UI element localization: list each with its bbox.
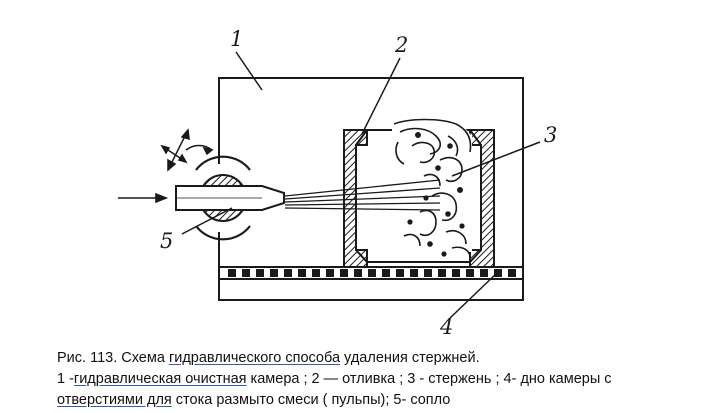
- casting: [343, 129, 495, 268]
- caption-line-1: Рис. 113. Схема гидравлического способа …: [57, 350, 480, 366]
- drain-opening: [326, 269, 334, 277]
- drain-opening: [480, 269, 488, 277]
- drain-opening: [368, 269, 376, 277]
- caption-line-3: отверстиями для стока размыто смеси ( пу…: [57, 392, 451, 408]
- nozzle: [175, 155, 285, 241]
- drain-opening: [354, 269, 362, 277]
- drain-opening: [256, 269, 264, 277]
- chamber-bottom: [219, 266, 523, 280]
- drain-opening: [228, 269, 236, 277]
- label-5: 5: [160, 229, 173, 253]
- label-2: 2: [394, 33, 408, 57]
- drain-opening: [298, 269, 306, 277]
- drain-opening: [242, 269, 250, 277]
- drain-opening: [466, 269, 474, 277]
- drain-opening: [284, 269, 292, 277]
- drain-opening: [424, 269, 432, 277]
- drain-opening: [382, 269, 390, 277]
- rotation-arrows-icon: [160, 128, 214, 172]
- drain-opening: [396, 269, 404, 277]
- drain-opening: [438, 269, 446, 277]
- label-3: 3: [544, 123, 557, 147]
- water-jet: [284, 179, 441, 211]
- caption-line-2: 1 -гидравлическая очистная камера ; 2 — …: [57, 371, 612, 387]
- cleaning-chamber: [218, 77, 524, 301]
- leader-lines: [181, 51, 541, 319]
- drain-opening: [340, 269, 348, 277]
- drain-opening: [270, 269, 278, 277]
- drain-opening: [312, 269, 320, 277]
- hydraulic-cleaning-diagram: 1 2 3 4 5: [118, 27, 557, 335]
- label-1: 1: [230, 27, 243, 51]
- drain-opening: [508, 269, 516, 277]
- inlet-arrow-icon: [118, 192, 169, 204]
- drain-opening: [410, 269, 418, 277]
- drain-opening: [452, 269, 460, 277]
- core: [392, 118, 472, 257]
- figure-caption: Рис. 113. Схема гидравлического способа …: [57, 348, 707, 411]
- label-4: 4: [439, 315, 453, 335]
